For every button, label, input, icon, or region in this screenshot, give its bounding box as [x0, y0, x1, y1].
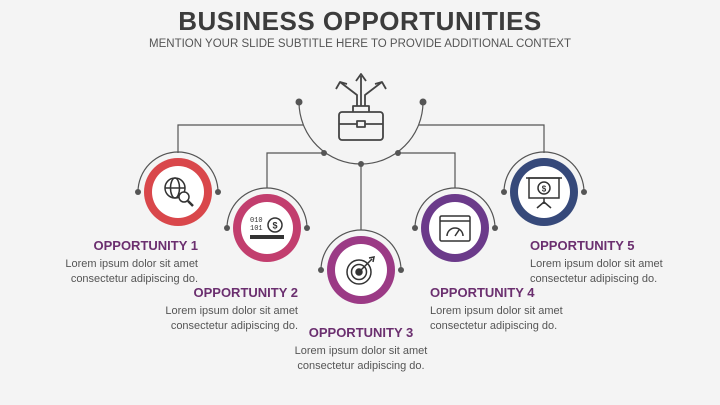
opportunity-2-title: OPPORTUNITY 2: [193, 285, 298, 300]
presentation-money-icon: $: [526, 177, 562, 209]
opportunity-5-circle: $: [510, 158, 578, 226]
opportunity-2-line-2: consectetur adipiscing do.: [170, 320, 298, 332]
connector-1: [177, 124, 303, 153]
connector-4: [399, 152, 456, 188]
opportunity-3-line-1: Lorem ipsum dolor sit amet: [294, 345, 428, 357]
opportunity-3-description: Lorem ipsum dolor sit amet consectetur a…: [260, 344, 462, 374]
dot: [304, 225, 310, 231]
dot: [412, 225, 418, 231]
arc-2: [226, 187, 308, 229]
globe-search-icon: [164, 177, 194, 207]
opportunity-4-title: OPPORTUNITY 4: [430, 285, 535, 300]
connector-2: [266, 152, 323, 188]
opportunity-5-title: OPPORTUNITY 5: [530, 238, 635, 253]
opportunity-3-line-2: consectetur adipiscing do.: [297, 360, 425, 372]
opportunity-1-line-2: consectetur adipiscing do.: [70, 273, 198, 285]
svg-text:101: 101: [250, 225, 263, 233]
dot: [398, 267, 404, 273]
dot: [135, 189, 141, 195]
arc-1: [137, 151, 219, 193]
connector-5: [419, 124, 545, 153]
opportunity-5-line-2: consectetur adipiscing do.: [530, 273, 658, 285]
svg-text:010: 010: [250, 217, 263, 225]
opportunity-5-line-1: Lorem ipsum dolor sit amet: [530, 258, 663, 270]
binary-money-icon: 010 101 $: [250, 217, 284, 239]
opportunity-2-line-1: Lorem ipsum dolor sit amet: [165, 305, 298, 317]
opportunity-4-line-2: consectetur adipiscing do.: [430, 320, 558, 332]
opportunity-3-circle: [327, 236, 395, 304]
dot: [215, 189, 221, 195]
opportunity-1-title: OPPORTUNITY 1: [93, 238, 198, 253]
opportunity-1-description: Lorem ipsum dolor sit amet consectetur a…: [65, 257, 198, 287]
dot: [318, 267, 324, 273]
dot: [501, 189, 507, 195]
opportunity-3-title: OPPORTUNITY 3: [308, 325, 414, 340]
dot: [358, 161, 364, 167]
svg-text:$: $: [542, 185, 547, 194]
briefcase-with-arrows-icon: [335, 73, 387, 141]
arc-3: [320, 229, 402, 271]
opportunity-2-description: Lorem ipsum dolor sit amet consectetur a…: [165, 304, 298, 334]
arc-5: [503, 151, 585, 193]
dot: [224, 225, 230, 231]
dashboard-icon: [439, 215, 471, 242]
opportunity-4-description: Lorem ipsum dolor sit amet consectetur a…: [430, 304, 563, 334]
arc-4: [414, 187, 496, 229]
opportunity-4-line-1: Lorem ipsum dolor sit amet: [430, 305, 563, 317]
dot: [395, 150, 401, 156]
page-subtitle: MENTION YOUR SLIDE SUBTITLE HERE TO PROV…: [149, 38, 571, 50]
dot: [321, 150, 327, 156]
opportunity-5-description: Lorem ipsum dolor sit amet consectetur a…: [530, 257, 663, 287]
opportunity-4-circle: [421, 194, 489, 262]
opportunity-2-circle: 010 101 $: [233, 194, 301, 262]
dot: [295, 98, 303, 106]
dot: [419, 98, 427, 106]
svg-text:$: $: [272, 221, 277, 231]
page-title: BUSINESS OPPORTUNITIES: [178, 6, 542, 36]
opportunity-1-line-1: Lorem ipsum dolor sit amet: [65, 258, 198, 270]
dot: [492, 225, 498, 231]
target-icon: [346, 256, 375, 285]
dot: [581, 189, 587, 195]
opportunity-1-circle: [144, 158, 212, 226]
